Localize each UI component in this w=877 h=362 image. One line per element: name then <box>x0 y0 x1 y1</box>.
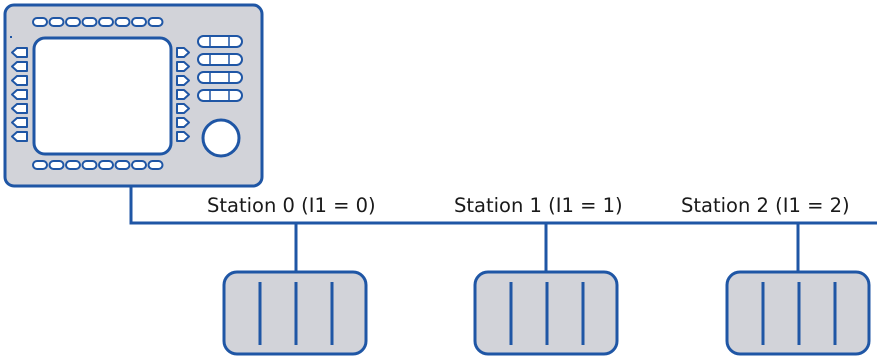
hmi-bottom-key-3[interactable] <box>66 161 80 169</box>
station-2-label: Station 2 (I1 = 2) <box>681 194 850 217</box>
hmi-bottom-key-4[interactable] <box>83 161 97 169</box>
hmi-bottom-key-1[interactable] <box>33 161 47 169</box>
hmi-bottom-key-2[interactable] <box>50 161 64 169</box>
station-2-device <box>727 272 869 354</box>
hmi-knob <box>203 120 239 156</box>
hmi-side-key-4[interactable] <box>198 90 242 101</box>
hmi-top-key-4[interactable] <box>83 18 97 26</box>
station-1-label: Station 1 (I1 = 1) <box>454 194 623 217</box>
hmi-status-indicator <box>10 36 12 38</box>
station-0-device <box>224 272 366 354</box>
hmi-side-key-3[interactable] <box>198 72 242 83</box>
hmi-top-key-7[interactable] <box>132 18 146 26</box>
hmi-side-key-2[interactable] <box>198 54 242 65</box>
hmi-bottom-key-8[interactable] <box>149 161 163 169</box>
hmi-top-key-1[interactable] <box>33 18 47 26</box>
hmi-top-key-6[interactable] <box>116 18 130 26</box>
hmi-left-softkey-3[interactable] <box>12 76 27 85</box>
hmi-left-softkey-5[interactable] <box>12 104 27 113</box>
hmi-top-key-2[interactable] <box>50 18 64 26</box>
hmi-top-key-8[interactable] <box>149 18 163 26</box>
hmi-bottom-key-5[interactable] <box>99 161 113 169</box>
hmi-bottom-key-6[interactable] <box>116 161 130 169</box>
station-1-device <box>475 272 617 354</box>
hmi-operator-panel <box>5 5 262 186</box>
hmi-side-key-1[interactable] <box>198 36 242 47</box>
hmi-left-softkey-6[interactable] <box>12 118 27 127</box>
hmi-top-key-5[interactable] <box>99 18 113 26</box>
hmi-left-softkey-1[interactable] <box>12 48 27 57</box>
station-0-label: Station 0 (I1 = 0) <box>207 194 376 217</box>
hmi-left-softkey-7[interactable] <box>12 132 27 141</box>
hmi-left-softkey-2[interactable] <box>12 62 27 71</box>
hmi-display-screen <box>34 38 171 154</box>
hmi-top-key-3[interactable] <box>66 18 80 26</box>
hmi-left-softkey-4[interactable] <box>12 90 27 99</box>
hmi-bottom-key-7[interactable] <box>132 161 146 169</box>
